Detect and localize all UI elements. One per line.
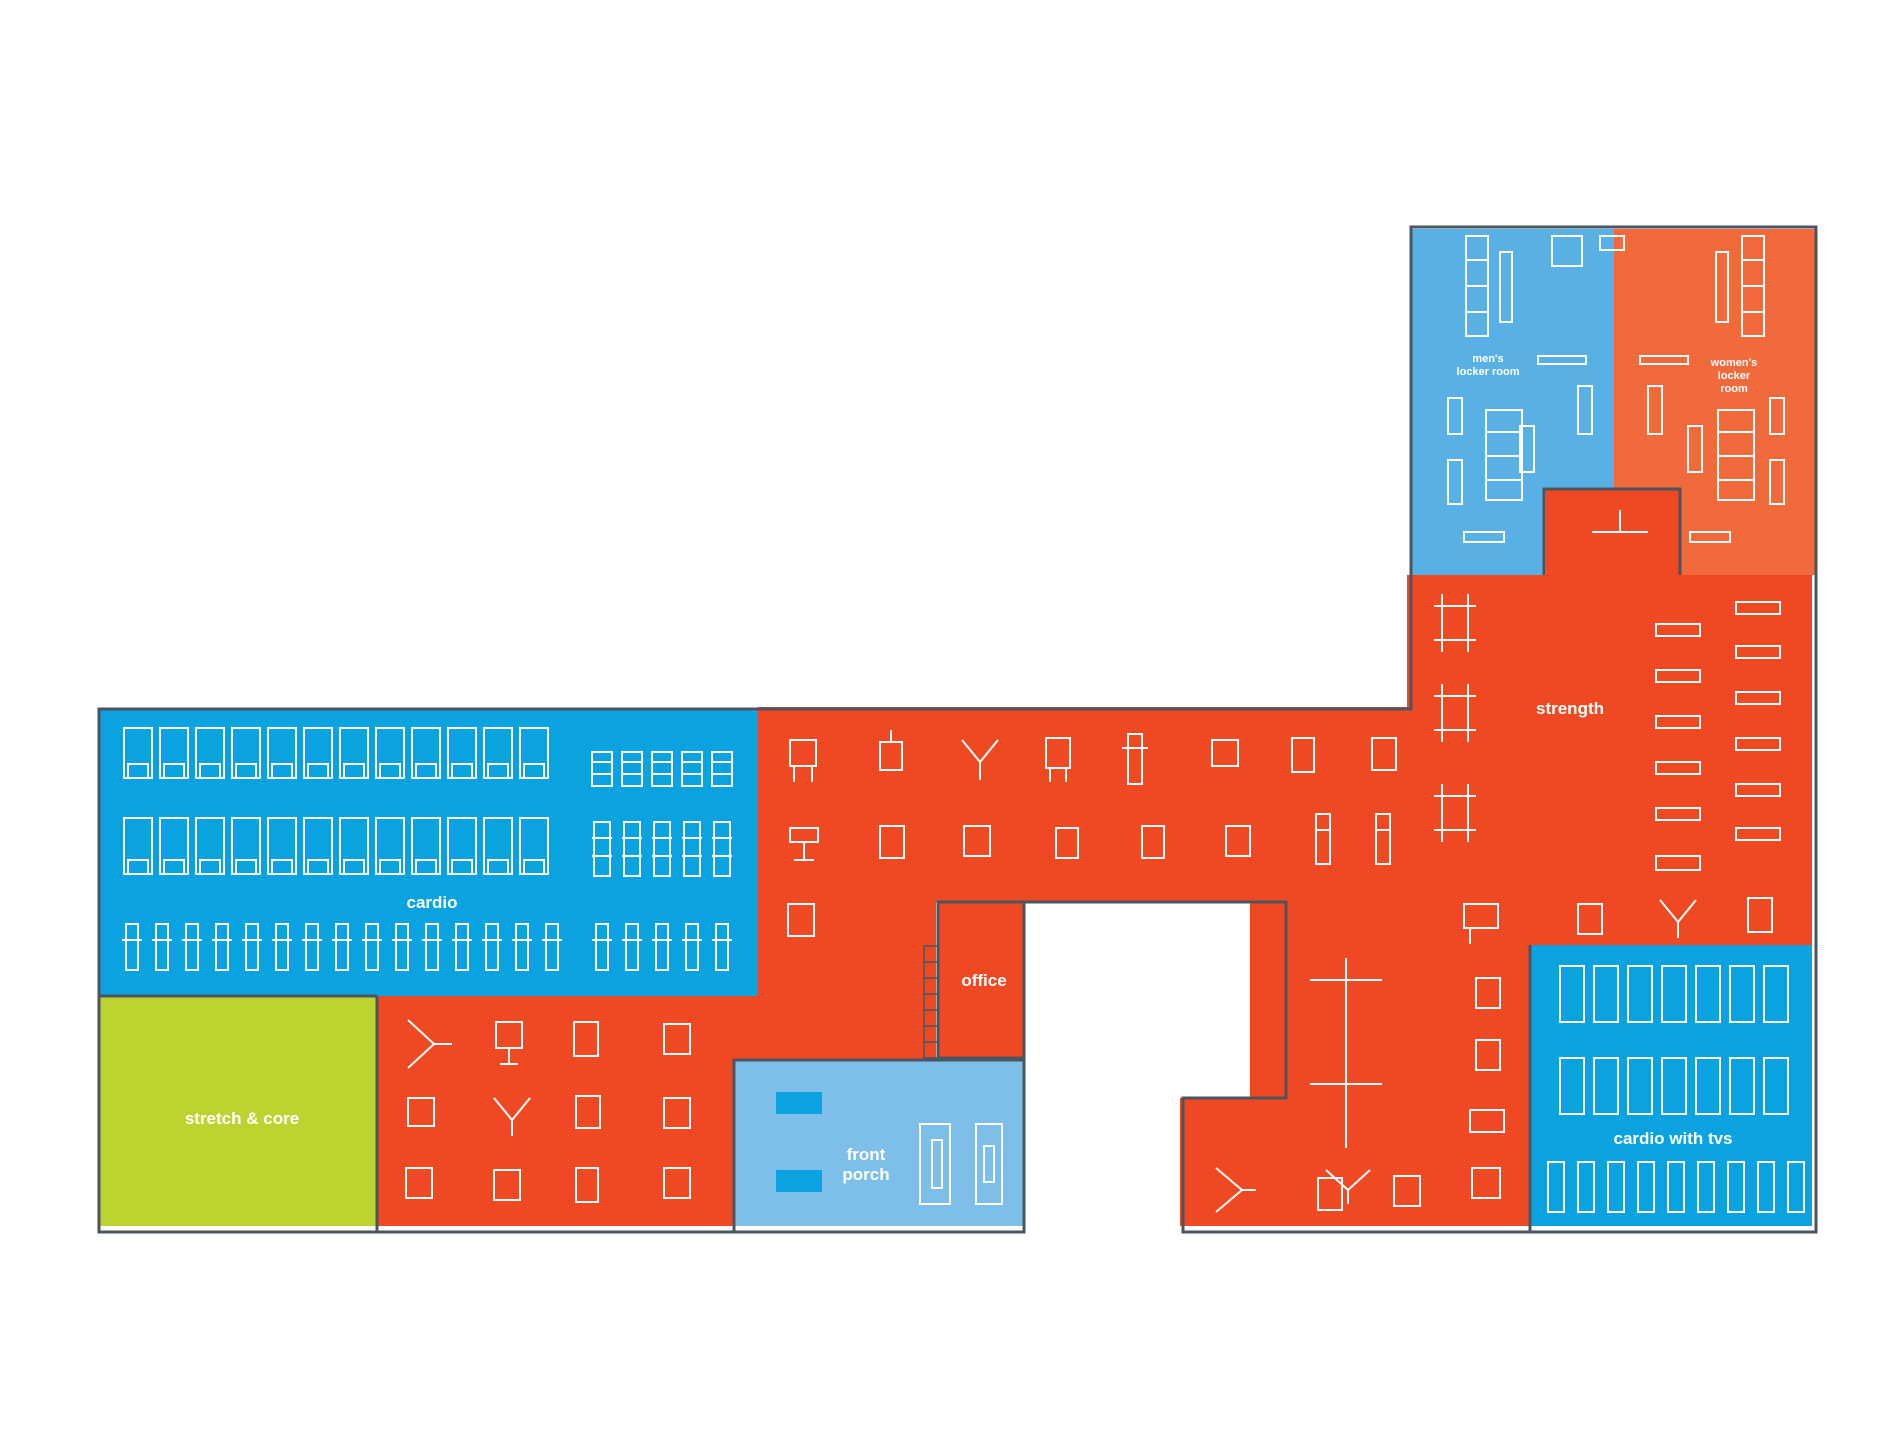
cardio-tvs-room bbox=[1530, 945, 1812, 1226]
locker-entry-wall bbox=[1542, 487, 1682, 575]
strength-label: strength bbox=[1536, 699, 1604, 718]
strength-column bbox=[1250, 902, 1530, 1098]
womens-locker-label-line-3: room bbox=[1720, 383, 1748, 395]
office-stair bbox=[923, 945, 939, 1059]
strength-corridor bbox=[758, 707, 1408, 902]
locker-fixtures bbox=[1447, 235, 1785, 543]
cardio-equipment bbox=[122, 727, 733, 971]
mens-locker-label-line-2: locker room bbox=[1457, 366, 1520, 378]
treadmill-row-1 bbox=[123, 727, 549, 779]
cable-crossover bbox=[1215, 958, 1421, 1213]
elliptical-row bbox=[122, 923, 562, 971]
outer-wall bbox=[97, 225, 1818, 1234]
womens-locker-label-line-2: locker bbox=[1718, 370, 1751, 382]
front-porch-label-line-2: porch bbox=[842, 1165, 889, 1184]
east-strength-equipment bbox=[1434, 594, 1781, 1199]
room-labels: cardio strength stretch & core office fr… bbox=[185, 353, 1757, 1184]
cardio-room bbox=[99, 709, 758, 996]
room-fills bbox=[99, 229, 1816, 1226]
porch-table-1 bbox=[776, 1092, 822, 1114]
strength-connector bbox=[734, 902, 936, 1062]
climber-block bbox=[591, 751, 733, 971]
walls bbox=[97, 225, 1818, 1234]
porch-wall bbox=[732, 1058, 1024, 1232]
stretch-core-label: stretch & core bbox=[185, 1109, 299, 1128]
strength-corridor-machines bbox=[787, 730, 1397, 937]
treadmill-row-2 bbox=[123, 817, 549, 875]
womens-locker-label-line-1: women's bbox=[1710, 357, 1758, 369]
cardio-tvs-label: cardio with tvs bbox=[1613, 1129, 1732, 1148]
stretch-core-room bbox=[99, 996, 377, 1226]
cardio-label: cardio bbox=[406, 893, 457, 912]
office-label: office bbox=[961, 971, 1006, 990]
south-strength-machines bbox=[405, 1019, 691, 1203]
front-porch-room bbox=[734, 1060, 1024, 1226]
porch-table-2 bbox=[776, 1170, 822, 1192]
mens-locker-label-line-1: men's bbox=[1472, 353, 1503, 365]
strength-area-southeast bbox=[1180, 1098, 1530, 1226]
strength-area-south bbox=[377, 990, 734, 1226]
front-porch-furniture bbox=[776, 1092, 1003, 1205]
office-room bbox=[938, 902, 1024, 1058]
front-porch-label-line-1: front bbox=[847, 1145, 886, 1164]
cardio-tvs-equipment bbox=[1547, 965, 1805, 1213]
